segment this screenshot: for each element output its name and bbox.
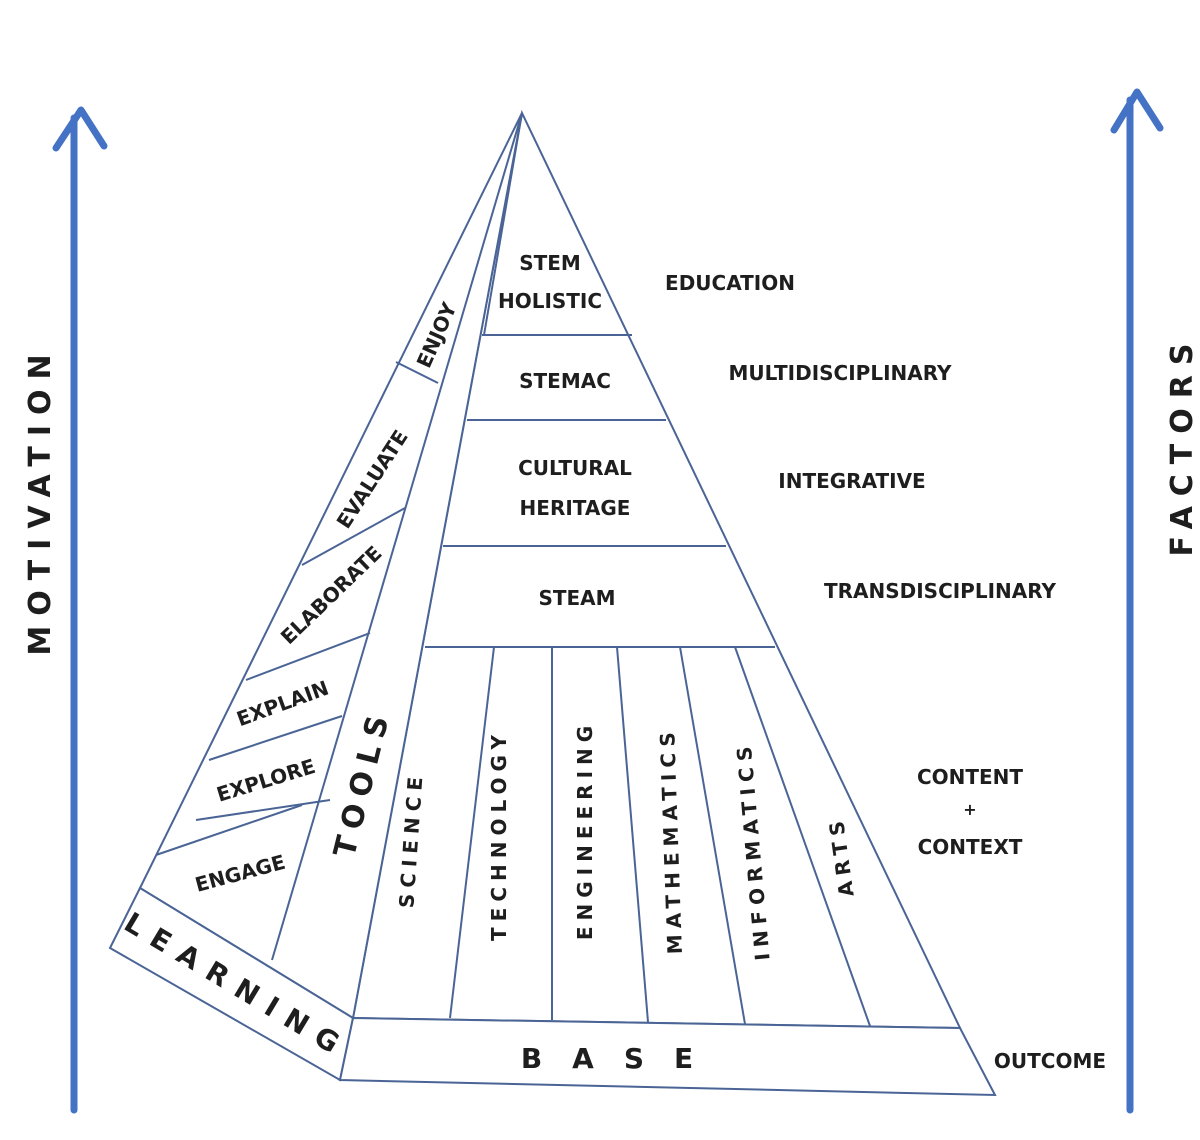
label-plus: + [963,800,976,819]
label-heritage: HERITAGE [520,496,631,520]
base-label: BASE [521,1042,723,1075]
discipline-technology: TECHNOLOGY [487,729,511,941]
label-holistic: HOLISTIC [498,289,602,313]
label-steam: STEAM [538,586,615,610]
discipline-engineering: ENGINEERING [573,720,597,940]
label-outcome: OUTCOME [994,1049,1106,1073]
factors-label: FACTORS [1165,334,1200,557]
motivation-arrow [52,106,108,1114]
label-cultural: CULTURAL [518,456,632,480]
left-face-lines [155,112,523,961]
label-integrative: INTEGRATIVE [778,469,925,493]
label-stem: STEM [519,251,581,275]
front-layer-dividers [425,334,775,648]
pyramid-front-face [351,109,962,1030]
label-context: CONTEXT [918,835,1023,859]
base-slab [338,1016,997,1097]
factors-arrow [1110,88,1164,1114]
label-content: CONTENT [917,765,1023,789]
label-multidisciplinary: MULTIDISCIPLINARY [728,361,952,385]
label-transdisciplinary: TRANSDISCIPLINARY [824,579,1057,603]
label-education: EDUCATION [665,271,795,295]
motivation-label: MOTIVATION [23,344,58,655]
label-stemac: STEMAC [519,369,611,393]
discipline-dividers [449,646,871,1027]
